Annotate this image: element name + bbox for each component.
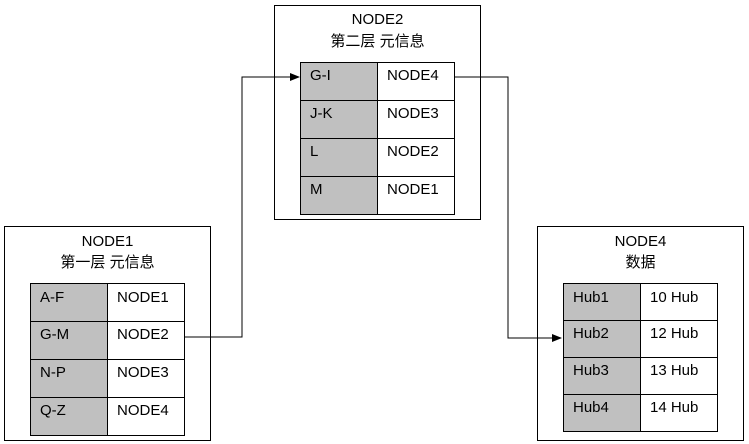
- row-value: NODE4: [107, 397, 185, 436]
- table-row: M NODE1: [300, 176, 455, 215]
- node2-subtitle: 第二层 元信息: [330, 33, 425, 50]
- row-value: NODE2: [107, 321, 185, 360]
- row-key: J-K: [300, 100, 378, 139]
- node2-panel: NODE2 第二层 元信息 G-I NODE4 J-K NODE3 L NODE…: [274, 5, 481, 220]
- row-value: NODE2: [377, 138, 455, 177]
- node4-panel: NODE4 数据 Hub1 10 Hub Hub2 12 Hub Hub3 13…: [537, 226, 744, 441]
- row-value: NODE4: [377, 62, 455, 101]
- row-value: 10 Hub: [640, 283, 718, 321]
- table-row: G-I NODE4: [300, 62, 455, 101]
- row-key: G-M: [30, 321, 108, 360]
- node4-title: NODE4: [614, 233, 667, 250]
- node2-title: NODE2: [351, 11, 404, 28]
- row-value: NODE1: [377, 176, 455, 215]
- row-value: 14 Hub: [640, 394, 718, 432]
- row-key: N-P: [30, 359, 108, 398]
- row-key: M: [300, 176, 378, 215]
- table-row: N-P NODE3: [30, 359, 185, 398]
- table-row: Hub4 14 Hub: [563, 394, 718, 432]
- row-value: 12 Hub: [640, 320, 718, 358]
- row-value: NODE3: [107, 359, 185, 398]
- table-row: G-M NODE2: [30, 321, 185, 360]
- node4-subtitle: 数据: [625, 254, 656, 271]
- row-key: L: [300, 138, 378, 177]
- node1-table: A-F NODE1 G-M NODE2 N-P NODE3 Q-Z NODE4: [30, 283, 185, 436]
- node4-table: Hub1 10 Hub Hub2 12 Hub Hub3 13 Hub Hub4…: [563, 283, 718, 432]
- table-row: A-F NODE1: [30, 283, 185, 322]
- row-key: A-F: [30, 283, 108, 322]
- row-value: NODE3: [377, 100, 455, 139]
- row-key: Hub3: [563, 357, 641, 395]
- node2-table: G-I NODE4 J-K NODE3 L NODE2 M NODE1: [300, 62, 455, 215]
- row-value: 13 Hub: [640, 357, 718, 395]
- arrow-node2-to-node4: [454, 76, 562, 342]
- node1-title: NODE1: [81, 233, 134, 250]
- table-row: Q-Z NODE4: [30, 397, 185, 436]
- table-row: Hub3 13 Hub: [563, 357, 718, 395]
- arrow-node1-to-node2: [184, 73, 300, 338]
- table-row: L NODE2: [300, 138, 455, 177]
- row-key: Hub4: [563, 394, 641, 432]
- node1-panel: NODE1 第一层 元信息 A-F NODE1 G-M NODE2 N-P NO…: [4, 226, 211, 441]
- row-value: NODE1: [107, 283, 185, 322]
- table-row: J-K NODE3: [300, 100, 455, 139]
- node1-subtitle: 第一层 元信息: [60, 254, 155, 271]
- table-row: Hub1 10 Hub: [563, 283, 718, 321]
